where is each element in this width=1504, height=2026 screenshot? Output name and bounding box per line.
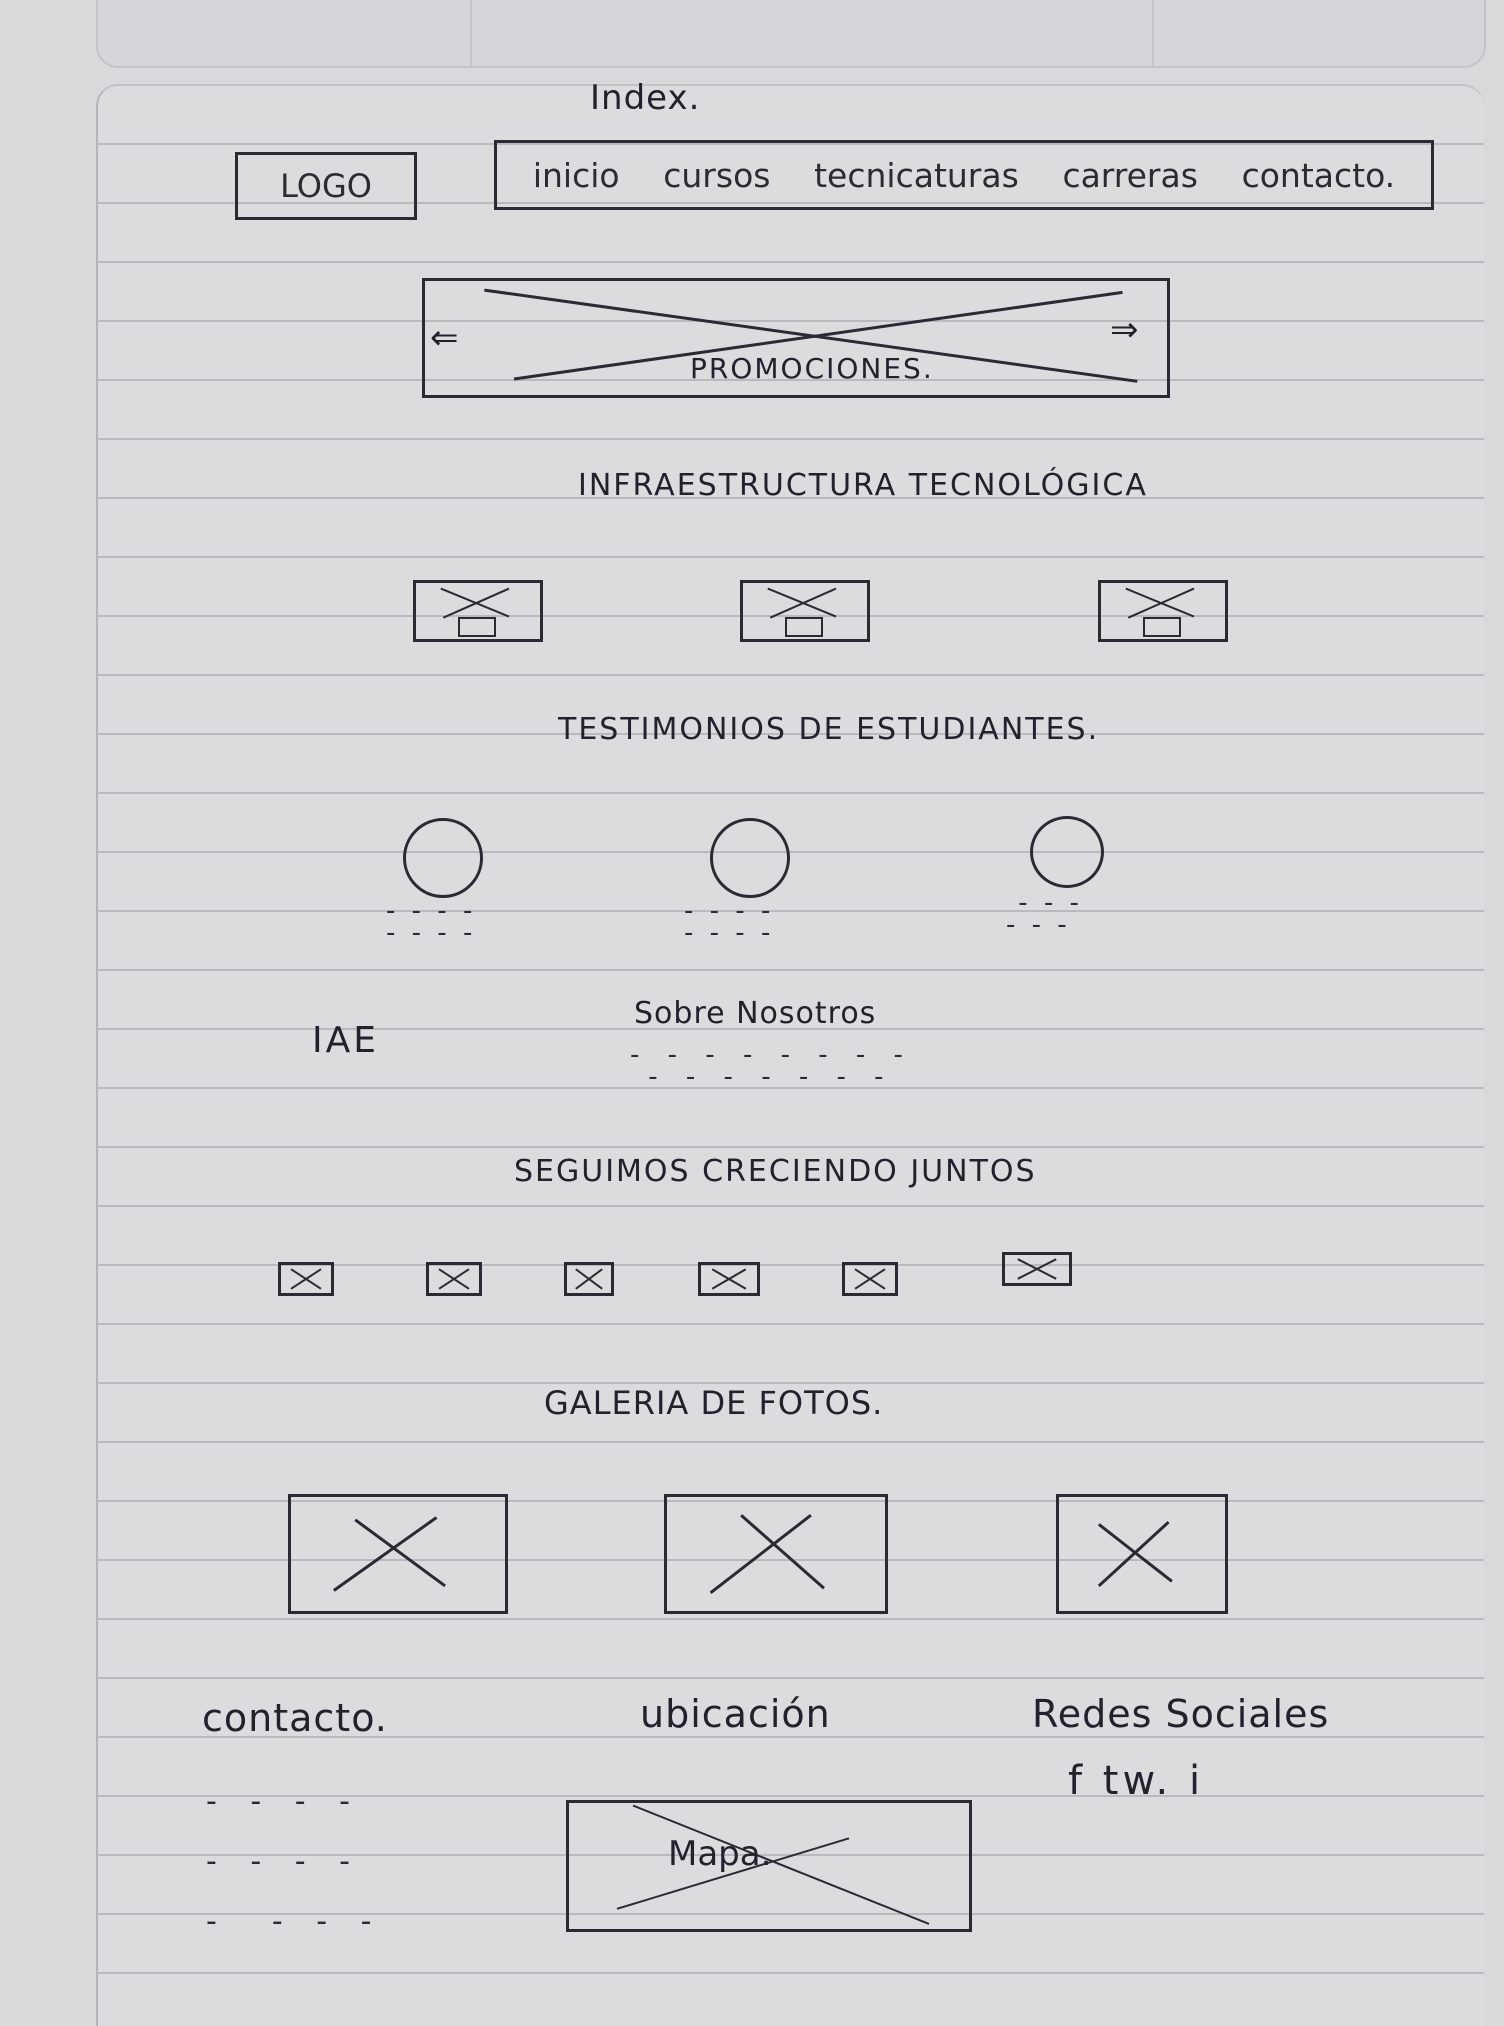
partner-logo-placeholder (842, 1262, 898, 1296)
nav-item-inicio[interactable]: inicio (532, 155, 620, 195)
image-placeholder-cross (1005, 1255, 1069, 1283)
iae-label: IAE (312, 1020, 379, 1061)
gallery-photo-placeholder[interactable] (664, 1494, 888, 1614)
infra-card-placeholder (413, 580, 543, 642)
testimonial-text-placeholder: - - - - - - (1006, 888, 1083, 940)
image-icon (785, 617, 823, 637)
footer-title-contacto: contacto. (202, 1696, 388, 1740)
contact-text-placeholder: - - - - - - - - - - - - (206, 1784, 384, 1939)
page-title: Index. (590, 78, 701, 118)
nav-bar: inicio cursos tecnicaturas carreras cont… (494, 140, 1434, 210)
image-placeholder-cross (291, 1497, 505, 1611)
testimonial-text-placeholder: - - - - - - - - (386, 896, 477, 948)
student-avatar (1030, 816, 1104, 888)
map-placeholder[interactable] (566, 1800, 972, 1932)
image-icon (1143, 617, 1181, 637)
carousel-next-arrow-icon[interactable]: ⇒ (1110, 310, 1139, 350)
nav-item-cursos[interactable]: cursos (663, 155, 771, 195)
partner-logo-placeholder (564, 1262, 614, 1296)
map-label: Mapa. (668, 1834, 772, 1874)
image-placeholder-cross (1059, 1497, 1225, 1611)
student-avatar (403, 818, 483, 898)
section-title-galeria: GALERIA DE FOTOS. (544, 1384, 884, 1422)
testimonial-text-placeholder: - - - - - - - - (684, 896, 775, 948)
promo-label: PROMOCIONES. (690, 352, 934, 385)
infra-card-placeholder (740, 580, 870, 642)
social-icons-list[interactable]: f tw. i (1068, 1758, 1205, 1804)
image-placeholder-cross (425, 281, 1167, 395)
section-title-infraestructura: INFRAESTRUCTURA TECNOLÓGICA (578, 468, 1148, 503)
student-avatar (710, 818, 790, 898)
image-placeholder-cross (567, 1265, 611, 1293)
logo-placeholder: LOGO (235, 152, 417, 220)
image-placeholder-cross (845, 1265, 895, 1293)
carousel-prev-arrow-icon[interactable]: ⇐ (430, 318, 459, 358)
partner-logo-placeholder (698, 1262, 760, 1296)
image-icon (458, 617, 496, 637)
previous-page-divider (470, 0, 472, 66)
image-placeholder-cross (429, 1265, 479, 1293)
gallery-photo-placeholder[interactable] (288, 1494, 508, 1614)
footer-title-redes-sociales: Redes Sociales (1032, 1692, 1330, 1736)
notebook-sheet (96, 84, 1484, 2026)
section-title-seguimos-creciendo: SEGUIMOS CRECIENDO JUNTOS (514, 1154, 1037, 1189)
partner-logo-placeholder (426, 1262, 482, 1296)
nav-item-carreras[interactable]: carreras (1062, 155, 1198, 195)
infra-card-placeholder (1098, 580, 1228, 642)
logo-label: LOGO (280, 167, 372, 205)
partner-logo-placeholder (1002, 1252, 1072, 1286)
image-placeholder-cross (667, 1497, 885, 1611)
image-placeholder-cross (1101, 583, 1225, 639)
promo-carousel-placeholder (422, 278, 1170, 398)
about-text-placeholder: - - - - - - - - - - - - - - - (630, 1040, 913, 1092)
footer-title-ubicacion: ubicación (640, 1692, 831, 1736)
image-placeholder-cross (701, 1265, 757, 1293)
image-placeholder-cross (416, 583, 540, 639)
previous-page-divider (1152, 0, 1154, 66)
previous-page-edge (96, 0, 1486, 68)
nav-item-contacto[interactable]: contacto. (1241, 155, 1396, 195)
section-title-sobre-nosotros: Sobre Nosotros (634, 996, 877, 1031)
nav-item-tecnicaturas[interactable]: tecnicaturas (814, 155, 1019, 195)
gallery-photo-placeholder[interactable] (1056, 1494, 1228, 1614)
section-title-testimonios: TESTIMONIOS DE ESTUDIANTES. (558, 712, 1100, 747)
image-placeholder-cross (281, 1265, 331, 1293)
image-placeholder-cross (743, 583, 867, 639)
partner-logo-placeholder (278, 1262, 334, 1296)
image-placeholder-cross (569, 1803, 969, 1929)
